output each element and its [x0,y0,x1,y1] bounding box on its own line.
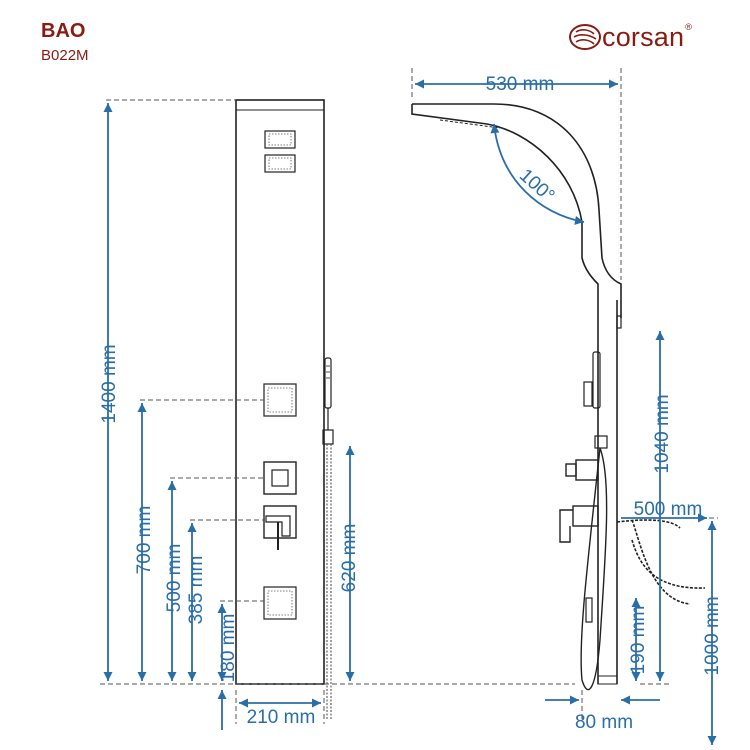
side-dimension-arrows [415,79,717,745]
diverter-knob-side [565,459,599,481]
panel-front-outline [235,99,325,685]
brand-name: corsan [602,21,685,52]
body-jet-middle [263,383,297,417]
mixer-handle [263,505,297,550]
label-500: 500 mm [164,544,185,613]
label-1400: 1400 mm [99,344,120,423]
head-nozzles [439,119,501,129]
label-210: 210 mm [247,707,316,728]
front-view [235,99,334,720]
hand-shower-front [322,357,334,720]
corsan-logo-icon [569,24,601,50]
label-1040: 1040 mm [652,394,673,473]
wall-hoses [616,519,706,605]
label-190: 190 mm [628,606,649,675]
side-mount-nub [616,315,622,329]
body-jet-top-1 [264,130,296,149]
front-dimension-arrows [103,103,355,730]
label-385: 385 mm [186,556,207,625]
diverter-knob [263,461,297,495]
model-name: BAO [41,20,86,42]
label-1000: 1000 mm [702,596,723,675]
label-530: 530 mm [486,74,555,95]
label-620: 620 mm [339,524,360,593]
dim-arrow-angle [490,123,585,225]
front-extension-lines [100,99,575,724]
registered-mark: ® [685,22,692,32]
label-80: 80 mm [575,712,633,733]
mixer-handle-side [559,505,599,543]
body-jet-top-2 [264,154,296,173]
label-700: 700 mm [134,506,155,575]
side-extension-lines [411,68,718,720]
side-bottom-cap [597,675,618,685]
panel-front-edge [411,104,599,684]
body-jet-bottom [263,586,297,620]
label-180: 180 mm [218,614,239,683]
hand-shower-side [580,351,608,691]
label-500-side: 500 mm [634,499,703,520]
model-code: B022M [41,47,89,64]
shower-head-arm [412,103,622,318]
brand-logo: corsan ® [568,20,692,54]
